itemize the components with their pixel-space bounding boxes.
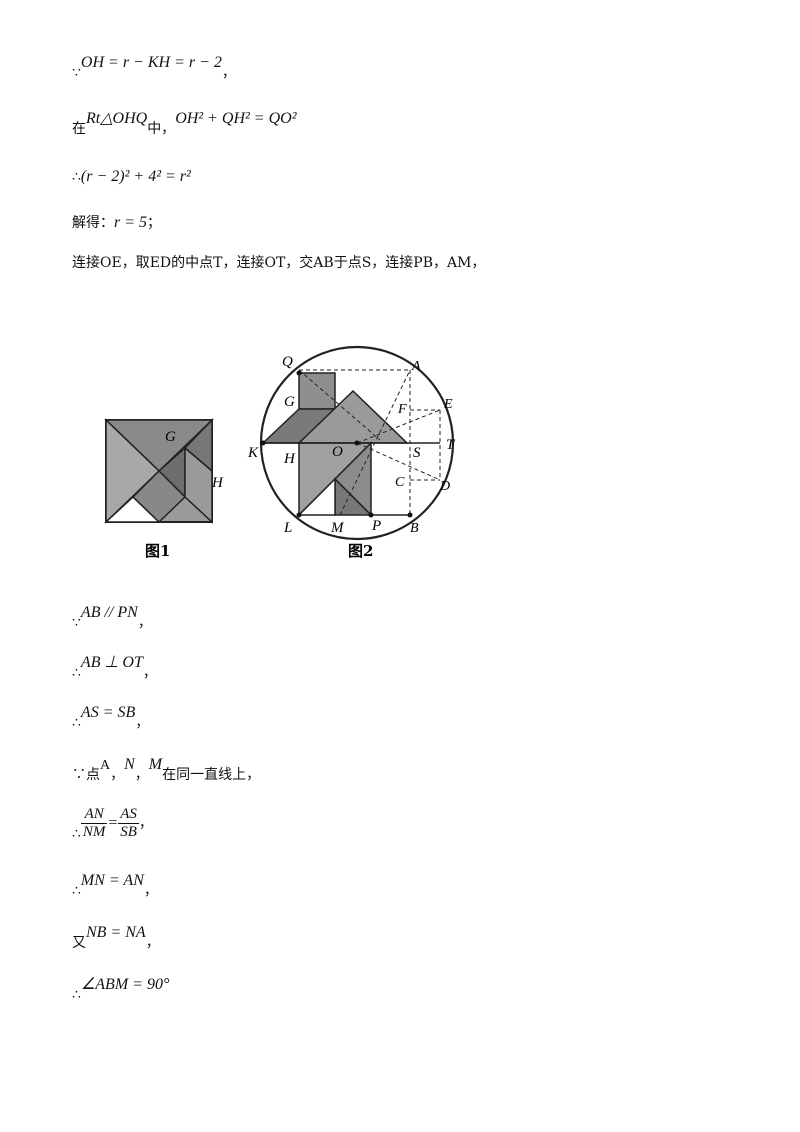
text-because-point: ∵点 [72,767,100,783]
equation-r: r = 5 [114,214,148,231]
fig2-label-l: L [283,520,292,536]
equation-substitute: (r − 2)² + 4² = r² [80,168,191,185]
proof-angle: ∴∠ABM = 90° [72,976,169,1004]
equation-nb-na: NB = NA [86,924,146,941]
equals-sign: = [107,814,119,832]
punct: ， [142,665,157,681]
fig2-label-e: E [443,397,453,412]
fig2-label-f: F [397,402,407,417]
equation-perpendicular: AB ⊥ OT [80,654,143,671]
step-solve: 解得：r = 5； [72,212,161,232]
fig2-label-q: Q [282,354,293,370]
therefore-symbol: ∴ [72,169,81,185]
fig2-label-h: H [283,451,296,467]
fig1-label-g: G [165,429,176,445]
fig2-label-b: B [410,521,419,536]
text-zhong: 中， [147,121,176,137]
equation-parallel: AB // PN [80,604,138,621]
text-collinear: 在同一直线上， [162,767,261,783]
punct: ， [221,65,236,81]
fig1-label-h: H [211,475,224,491]
figure-2: Q G A E F K H O S T C D L M P B 图2 [247,345,456,560]
proof-parallel: ∵AB // PN， [72,604,152,632]
equation-oh: OH = r − KH = r − 2 [80,54,222,71]
fig2-label-m: M [330,520,345,536]
geometry-figure: G H 图1 Q [104,345,456,560]
denominator-nm: NM [82,824,106,840]
point-n: N [124,756,135,773]
because-symbol: ∵ [72,615,81,631]
fig2-label-d: D [439,479,450,494]
equation-mn-an: MN = AN [80,872,144,889]
equation-as-sb: AS = SB [80,704,136,721]
punct: ， [145,935,160,951]
therefore-symbol: ∴ [72,715,81,731]
numerator-as: AS [118,806,139,824]
step-oh: ∵OH = r − KH = r − 2， [72,54,236,82]
text-also: 又 [72,935,86,951]
fig2-label-s: S [413,445,421,461]
fig2-caption: 图2 [348,542,373,560]
text-solve: 解得： [72,215,114,231]
equation-angle-abm: ∠ABM = 90° [80,976,170,993]
therefore-symbol: ∴ [72,825,81,842]
step-construction: 连接OE，取ED的中点T，连接OT，交AB于点S，连接PB，AM， [72,252,485,272]
punct: ， [135,715,150,731]
fig2-label-c: C [395,475,405,490]
punct: ， [138,815,153,832]
proof-perpendicular: ∴AB ⊥ OT， [72,654,157,682]
proof-as-sb: ∴AS = SB， [72,704,150,732]
numerator-an: AN [80,806,108,824]
point-a: A [100,758,111,773]
fig2-label-k: K [247,445,259,461]
text-zai: 在 [72,121,86,137]
punct: ， [110,767,125,783]
because-symbol: ∵ [72,65,81,81]
triangle-ohq: Rt△OHQ [86,110,148,127]
proof-collinear: ∵点A，N，M在同一直线上， [72,756,261,784]
fig2-label-p: P [371,518,381,534]
therefore-symbol: ∴ [72,883,81,899]
denominator-sb: SB [120,824,137,840]
step-pythagoras: 在Rt△OHQ中，OH² + QH² = QO² [72,110,297,138]
punct: ； [147,215,162,231]
proof-nb-na: 又NB = NA， [72,924,160,952]
fig2-label-t: T [446,437,456,453]
proof-mn-an: ∴MN = AN， [72,872,158,900]
figure-1: G H 图1 [104,418,224,560]
construction-text: 连接OE，取ED的中点T，连接OT，交AB于点S，连接PB，AM， [72,255,486,271]
fig1-caption: 图1 [145,542,170,560]
therefore-symbol: ∴ [72,665,81,681]
punct: ， [143,883,158,899]
fig2-label-g: G [284,394,295,410]
therefore-symbol: ∴ [72,987,81,1003]
point-m: M [148,756,163,773]
fig2-label-o: O [332,444,343,460]
punct: ， [134,767,149,783]
step-substitute: ∴(r − 2)² + 4² = r² [72,168,191,186]
equation-pythagoras: OH² + QH² = QO² [175,110,297,127]
fig2-label-a: A [411,359,421,374]
punct: ， [137,615,152,631]
